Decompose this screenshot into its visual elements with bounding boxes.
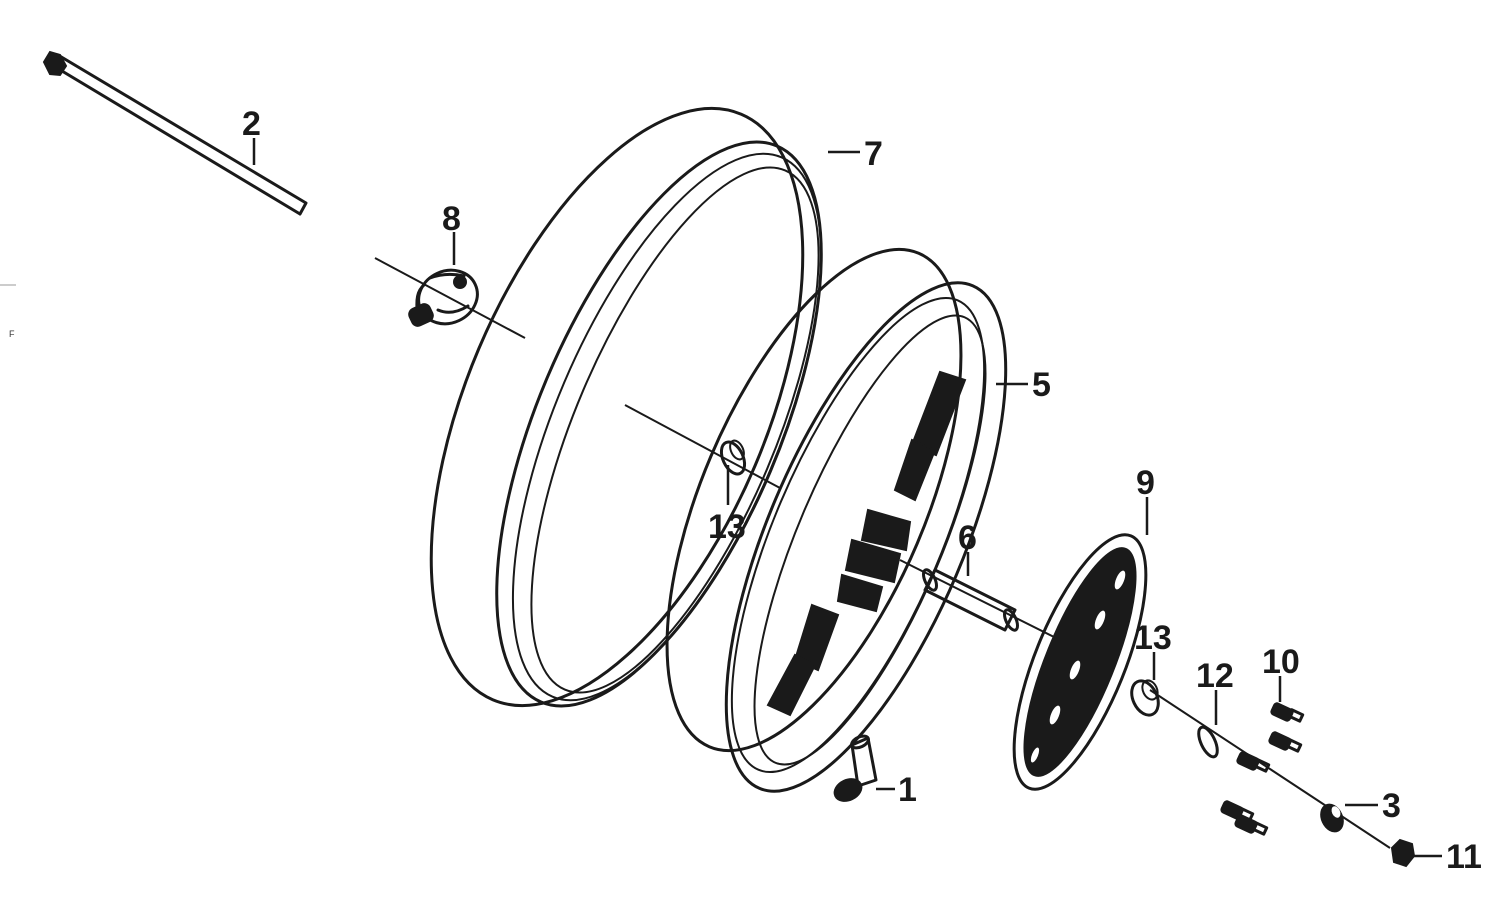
callout-1: 1 [898,771,917,809]
gear-box-part [408,268,479,327]
callout-13-left: 13 [708,508,746,546]
callout-12: 12 [1196,657,1234,695]
collar-part-left [719,439,747,476]
axle-part [42,50,308,216]
wheel-rim-part [665,247,1008,793]
sleeve-part [922,568,1019,632]
callout-7: 7 [864,135,883,173]
bolts-part [1220,702,1305,836]
brake-disc-part [1012,533,1148,791]
assembly-axis [374,257,1391,849]
valve-part [833,734,878,802]
callout-6: 6 [958,519,977,557]
washer-part [1197,725,1219,759]
callout-10: 10 [1262,643,1300,681]
nut-part [1390,838,1416,868]
callout-9: 9 [1136,464,1155,502]
callout-5: 5 [1032,366,1051,404]
callout-3: 3 [1382,787,1401,825]
callout-11: 11 [1446,838,1482,876]
leader-lines [252,138,1442,858]
tire-part [429,106,823,708]
callout-2: 2 [242,105,261,143]
margin-mark: F [9,329,15,339]
callout-8: 8 [442,200,461,238]
spacer-part [1320,803,1344,833]
callout-13-right: 13 [1134,619,1172,657]
collar-part-right [1130,679,1160,717]
